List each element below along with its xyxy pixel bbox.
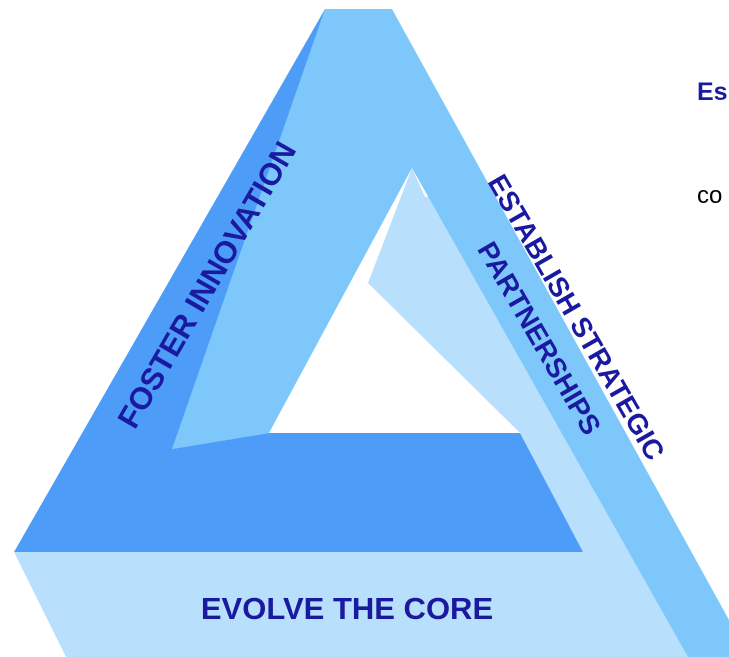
inner-left-facet [172, 433, 583, 552]
left-side [14, 9, 583, 552]
heading-fragment: Es [697, 78, 728, 106]
label-evolve-the-core: EVOLVE THE CORE [201, 591, 493, 626]
body-text-fragment: co [697, 182, 723, 209]
inner-bottom-facet [368, 168, 583, 549]
right-side [172, 9, 729, 657]
inner-hole [269, 283, 520, 433]
